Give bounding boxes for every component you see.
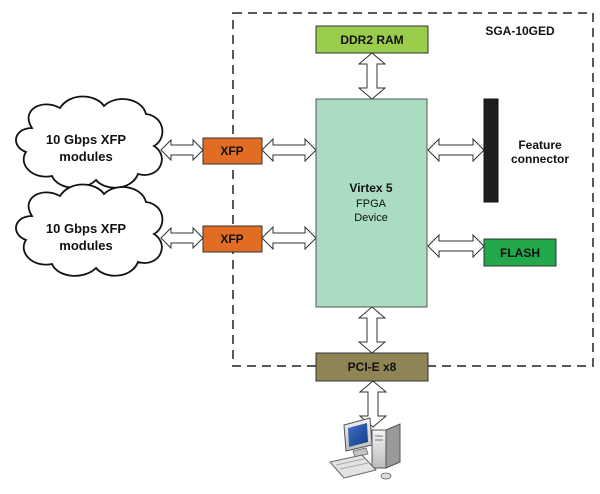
arrow-fpga-pcie	[357, 306, 387, 354]
cloud-bottom	[15, 183, 164, 277]
fpga-label-line3: Device	[354, 212, 388, 224]
arrow-cloud-xfp-bottom	[160, 226, 204, 250]
feature-connector-bar	[483, 98, 499, 203]
cloud-bottom-line1: 10 Gbps XFP	[46, 221, 127, 236]
cloud-bottom-line2: modules	[59, 238, 112, 253]
board-label: SGA-10GED	[485, 24, 555, 38]
arrow-xfp-fpga-bottom	[261, 225, 317, 251]
desktop-computer-icon	[329, 417, 401, 480]
ddr2-ram-block	[315, 25, 429, 54]
xfp-top-block	[202, 137, 263, 165]
arrow-fpga-flash	[427, 233, 485, 259]
arrow-fpga-feature	[427, 137, 485, 163]
cloud-top	[15, 95, 164, 189]
arrow-xfp-fpga-top	[261, 137, 317, 163]
fpga-label-line1: Virtex 5	[349, 181, 392, 195]
arrow-cloud-xfp-top	[160, 138, 204, 162]
flash-block	[483, 238, 557, 267]
xfp-top-label: XFP	[220, 144, 243, 158]
feature-connector-label-line2: connector	[511, 152, 569, 166]
flash-label: FLASH	[500, 246, 540, 260]
ddr2-ram-label: DDR2 RAM	[340, 33, 403, 47]
pcie-label: PCI-E x8	[348, 360, 397, 374]
cloud-top-line2: modules	[59, 149, 112, 164]
arrow-pcie-computer	[358, 380, 388, 428]
fpga-label-line2: FPGA	[356, 198, 387, 210]
xfp-bottom-block	[202, 225, 263, 253]
arrow-ddr2-fpga	[357, 52, 387, 100]
xfp-bottom-label: XFP	[220, 232, 243, 246]
pcie-block	[315, 352, 429, 382]
cloud-top-line1: 10 Gbps XFP	[46, 132, 127, 147]
fpga-block	[315, 98, 428, 308]
feature-connector-label-line1: Feature	[518, 138, 562, 152]
